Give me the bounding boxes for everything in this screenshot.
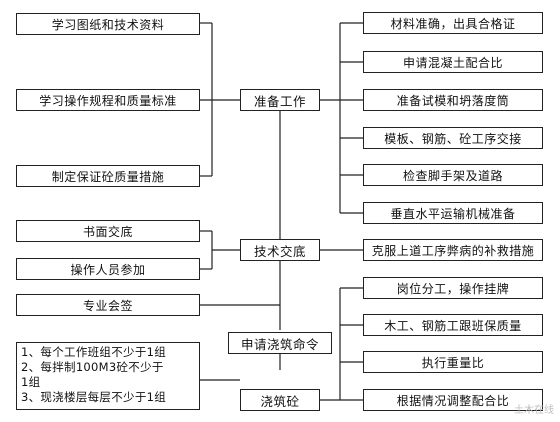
left-note-box: 1、每个工作班组不少于1组 2、每拌制100M3砼不少于 1组 3、现浇楼层每层…: [16, 342, 200, 410]
right-box-adjust-mix: 根据情况调整配合比: [363, 389, 543, 411]
center-box-tech-briefing: 技术交底: [240, 239, 320, 261]
right-box-workers-quality: 木工、钢筋工跟班保质量: [363, 314, 543, 336]
right-box-job-assignment: 岗位分工，操作挂牌: [363, 277, 543, 299]
left-box-operators-attend: 操作人员参加: [16, 258, 200, 280]
left-box-professional-signoff: 专业会签: [16, 294, 200, 316]
right-box-process-handover: 模板、钢筋、砼工序交接: [363, 127, 543, 149]
left-box-quality-measures: 制定保证砼质量措施: [16, 165, 200, 187]
right-box-remedial-measures: 克服上道工序弊病的补救措施: [363, 239, 543, 261]
right-box-scaffold-check: 检查脚手架及道路: [363, 164, 543, 186]
left-box-study-drawings: 学习图纸和技术资料: [16, 13, 200, 35]
note-line-3: 1组: [21, 375, 41, 389]
note-line-1: 1、每个工作班组不少于1组: [21, 345, 167, 359]
right-box-mix-ratio: 申请混凝土配合比: [363, 51, 543, 73]
center-box-preparation: 准备工作: [240, 89, 320, 111]
left-box-written-briefing: 书面交底: [16, 220, 200, 242]
right-box-transport-machinery: 垂直水平运输机械准备: [363, 202, 543, 224]
center-box-request-pour: 申请浇筑命令: [228, 332, 332, 354]
left-box-study-procedures: 学习操作规程和质量标准: [16, 89, 200, 111]
center-box-pour-concrete: 浇筑砼: [240, 389, 320, 411]
note-line-2: 2、每拌制100M3砼不少于: [21, 360, 164, 374]
note-line-4: 3、现浇楼层每层不少于1组: [21, 390, 167, 404]
right-box-test-molds: 准备试模和坍落度筒: [363, 89, 543, 111]
right-box-materials: 材料准确，出具合格证: [363, 12, 543, 34]
watermark: 土木在线: [514, 405, 554, 416]
right-box-weight-ratio: 执行重量比: [363, 351, 543, 373]
